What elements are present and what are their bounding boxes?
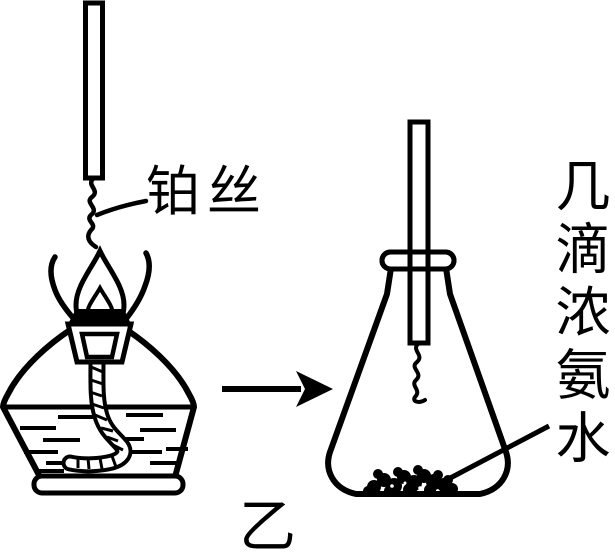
platinum-label-leader-line bbox=[94, 198, 149, 218]
ammonia-drops-label: 几滴浓氨水 bbox=[547, 157, 608, 472]
arrow-head bbox=[296, 371, 333, 407]
glass-rod bbox=[407, 119, 431, 346]
flask-rim-edge bbox=[379, 249, 457, 272]
lamp-cap bbox=[68, 309, 131, 324]
flask-body bbox=[325, 267, 511, 497]
glass-tube-holder bbox=[83, 0, 105, 181]
flame-curl-left-icon bbox=[48, 254, 77, 322]
platinum-wire-assembly bbox=[83, 0, 149, 250]
platinum-wire-label: 铂丝 bbox=[146, 162, 268, 222]
fuel-hatch-lines bbox=[20, 413, 188, 473]
lamp-wick bbox=[61, 351, 133, 474]
ammonia-drops-blob bbox=[363, 465, 458, 497]
reaction-arrow-icon bbox=[222, 371, 333, 407]
wick-stripes bbox=[76, 365, 124, 470]
lamp-collar-inner bbox=[79, 331, 120, 360]
flask-wire-coil bbox=[412, 341, 427, 404]
platinum-wire-coil bbox=[86, 175, 99, 250]
figure-caption: 乙 bbox=[239, 496, 296, 559]
alcohol-lamp bbox=[0, 245, 197, 496]
erlenmeyer-flask bbox=[325, 119, 551, 497]
lamp-base bbox=[31, 473, 186, 496]
ammonia-label-leader-line bbox=[435, 423, 551, 488]
flame-curl-right-icon bbox=[123, 250, 152, 322]
